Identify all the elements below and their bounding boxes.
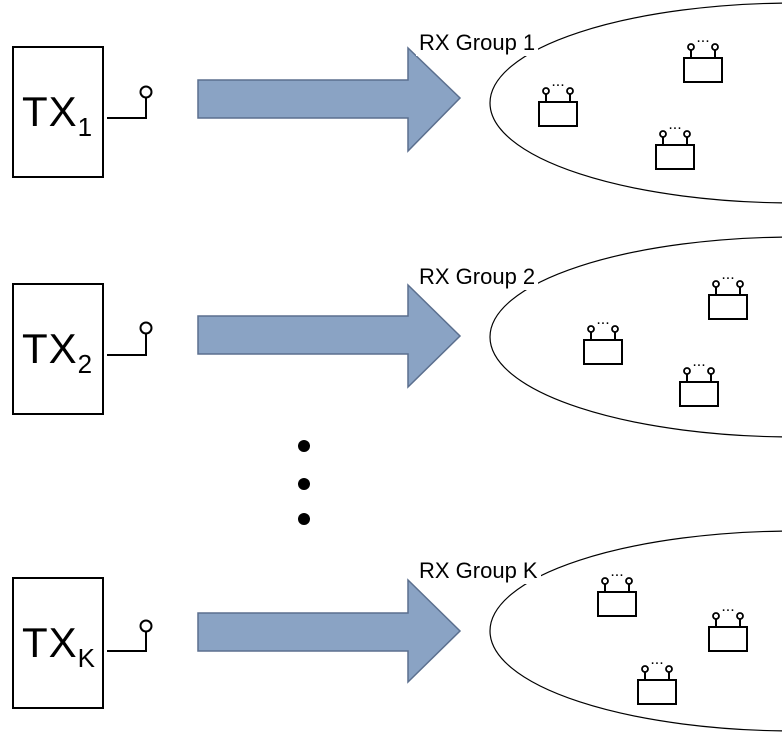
receiver-icon: ... xyxy=(583,311,623,365)
broadcast-arrow-1 xyxy=(197,46,462,153)
broadcast-arrow-k xyxy=(197,578,462,684)
rx-group-1-ellipse xyxy=(489,2,782,204)
row-2 xyxy=(107,236,782,438)
tx-1-box: TX1 xyxy=(12,46,104,178)
tx-1-main: TX xyxy=(22,88,78,135)
tx-2-label: TX2 xyxy=(22,325,93,379)
ellipsis-dot xyxy=(298,478,310,490)
tx-2-antenna-icon xyxy=(107,321,153,356)
tx-k-label: TXK xyxy=(22,619,96,673)
receiver-icon: ... xyxy=(679,353,719,407)
receiver-icon: ... xyxy=(655,116,695,170)
ellipsis-dot xyxy=(298,440,310,452)
antenna-ellipsis: ... xyxy=(596,311,609,328)
tx-k-subscript: K xyxy=(77,643,97,673)
antenna-ellipsis: ... xyxy=(696,29,709,46)
vertical-ellipsis xyxy=(298,440,310,525)
tx-2-box: TX2 xyxy=(12,283,104,415)
rx-group-k-label: RX Group K xyxy=(416,558,541,584)
tx-1-label: TX1 xyxy=(22,88,93,142)
receiver-icon: ... xyxy=(708,598,748,652)
rx-group-k-ellipse xyxy=(489,530,782,732)
antenna-ellipsis: ... xyxy=(610,563,623,580)
broadcast-arrow-2 xyxy=(197,283,462,389)
receiver-icon: ... xyxy=(683,29,723,83)
tx-k-box: TXK xyxy=(12,577,104,709)
row-k xyxy=(107,530,782,732)
receiver-icon: ... xyxy=(708,266,748,320)
receiver-icon: ... xyxy=(538,73,578,127)
receiver-icon: ... xyxy=(597,563,637,617)
rx-group-2-label: RX Group 2 xyxy=(416,264,539,290)
antenna-ellipsis: ... xyxy=(551,73,564,90)
antenna-ellipsis: ... xyxy=(650,651,663,668)
row-1 xyxy=(107,2,782,204)
antenna-ellipsis: ... xyxy=(721,598,734,615)
antenna-ellipsis: ... xyxy=(668,116,681,133)
receiver-icon: ... xyxy=(637,651,677,705)
tx-k-main: TX xyxy=(22,619,78,666)
antenna-ellipsis: ... xyxy=(692,353,705,370)
tx-k-antenna-icon xyxy=(107,619,153,652)
rx-group-2-ellipse xyxy=(489,236,782,438)
tx-1-antenna-icon xyxy=(107,85,153,119)
rx-group-1-label: RX Group 1 xyxy=(416,30,539,56)
tx-2-subscript: 2 xyxy=(77,349,94,379)
ellipsis-dot xyxy=(298,513,310,525)
antenna-ellipsis: ... xyxy=(721,266,734,283)
tx-1-subscript: 1 xyxy=(77,112,94,142)
tx-2-main: TX xyxy=(22,325,78,372)
receivers-layer: ........................... xyxy=(538,29,748,705)
